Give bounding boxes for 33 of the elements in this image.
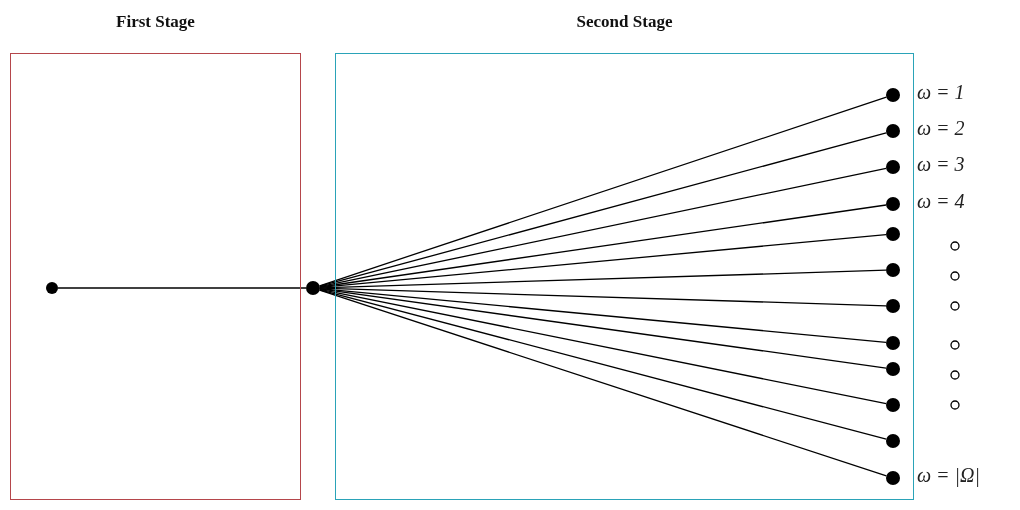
connector-line: [319, 132, 887, 287]
node-dot: [885, 262, 900, 277]
connector-line: [319, 204, 887, 288]
connector-line: [319, 234, 887, 288]
scenario-label: ω = 1: [917, 81, 965, 103]
scenario-label: ω = 3: [917, 153, 965, 175]
connector-line: [319, 167, 887, 288]
connector-line: [319, 289, 887, 440]
scenario-label: ω = 2: [917, 117, 965, 139]
node-dot: [885, 123, 900, 138]
connector-line: [319, 288, 887, 343]
node-dot: [885, 335, 900, 350]
scenario-label: ω = |Ω|: [917, 464, 981, 486]
stage-title: Second Stage: [575, 12, 674, 32]
node-dot: [306, 281, 320, 295]
node-dot: [885, 196, 900, 211]
scenario-label: ω = 4: [917, 190, 965, 212]
node-dot: [885, 397, 900, 412]
node-dot: [885, 298, 900, 313]
node-dot: [885, 159, 900, 174]
node-dot: [885, 87, 900, 102]
node-dot: [885, 361, 900, 376]
node-dot: [45, 281, 58, 294]
connector-line: [319, 288, 887, 405]
node-dot: [885, 433, 900, 448]
connector-line: [319, 96, 887, 287]
connector-line: [319, 269, 887, 289]
connector-line: [319, 289, 887, 477]
connector-line: [57, 287, 307, 289]
node-dot: [885, 226, 900, 241]
stage-title: First Stage: [115, 12, 196, 32]
node-dot: [885, 470, 900, 485]
connector-line: [319, 288, 887, 369]
